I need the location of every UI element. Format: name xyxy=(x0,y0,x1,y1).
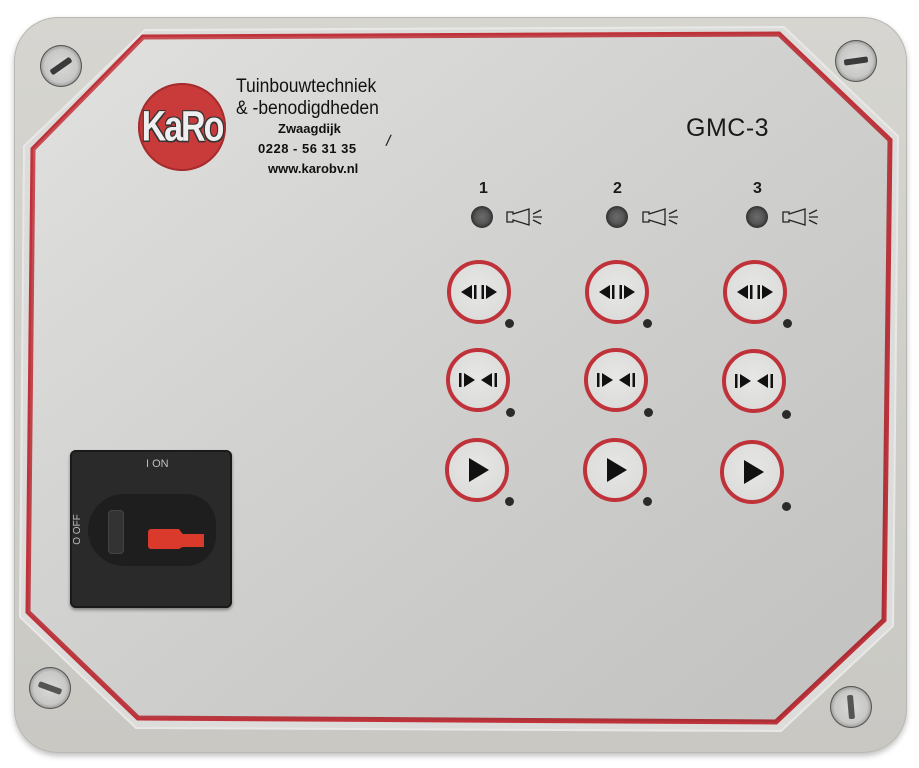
channel-2-close-button[interactable] xyxy=(584,348,648,412)
channel-3-open-button[interactable] xyxy=(723,260,787,324)
indicator-dot xyxy=(643,319,652,328)
channel-3-close-button[interactable] xyxy=(722,349,786,413)
play-icon xyxy=(469,458,489,482)
indicator-dot xyxy=(782,410,791,419)
karo-logo: KaRo xyxy=(138,83,226,171)
channel-3-number: 3 xyxy=(753,180,762,197)
switch-knob-grip xyxy=(108,510,124,554)
close-arrows-icon xyxy=(597,373,635,387)
indicator-dot xyxy=(782,502,791,511)
channel-2-open-button[interactable] xyxy=(585,260,649,324)
channel-2-number: 2 xyxy=(613,180,622,197)
corner-screw-top-left xyxy=(40,45,82,87)
open-arrows-icon xyxy=(737,285,773,299)
channel-1-number: 1 xyxy=(479,180,488,197)
open-arrows-icon xyxy=(461,285,497,299)
main-power-switch[interactable]: I ON O OFF xyxy=(70,450,232,608)
indicator-dot xyxy=(644,408,653,417)
corner-screw-bottom-left xyxy=(29,667,71,709)
channel-3-alarm-led xyxy=(746,206,768,228)
channel-2-auto-button[interactable] xyxy=(583,438,647,502)
horn-icon xyxy=(782,208,818,226)
switch-off-label: O OFF xyxy=(71,514,83,545)
channel-1-alarm-led xyxy=(471,206,493,228)
channel-1-open-button[interactable] xyxy=(447,260,511,324)
indicator-dot xyxy=(643,497,652,506)
channel-3-auto-button[interactable] xyxy=(720,440,784,504)
model-label: GMC-3 xyxy=(686,114,770,142)
indicator-dot xyxy=(505,319,514,328)
indicator-dot xyxy=(783,319,792,328)
company-line1: Tuinbouwtechniek xyxy=(236,76,377,97)
horn-icon xyxy=(642,208,678,226)
corner-screw-top-right xyxy=(835,40,877,82)
company-info: Tuinbouwtechniek & -benodigdheden Zwaagd… xyxy=(236,76,436,176)
company-line2: & -benodigdheden xyxy=(236,98,379,119)
open-arrows-icon xyxy=(599,285,635,299)
logo-text: KaRo xyxy=(141,102,225,151)
corner-screw-bottom-right xyxy=(830,686,872,728)
channel-1-close-button[interactable] xyxy=(446,348,510,412)
play-icon xyxy=(744,460,764,484)
company-city: Zwaagdijk xyxy=(278,121,341,136)
company-phone: 0228 - 56 31 35 xyxy=(258,141,357,156)
play-icon xyxy=(607,458,627,482)
channel-2-alarm-led xyxy=(606,206,628,228)
close-arrows-icon xyxy=(735,374,773,388)
switch-red-handle[interactable] xyxy=(148,529,204,549)
close-arrows-icon xyxy=(459,373,497,387)
horn-icon xyxy=(506,208,542,226)
company-website: www.karobv.nl xyxy=(268,161,359,176)
channel-1-auto-button[interactable] xyxy=(445,438,509,502)
indicator-dot xyxy=(505,497,514,506)
switch-on-label: I ON xyxy=(146,458,169,470)
indicator-dot xyxy=(506,408,515,417)
